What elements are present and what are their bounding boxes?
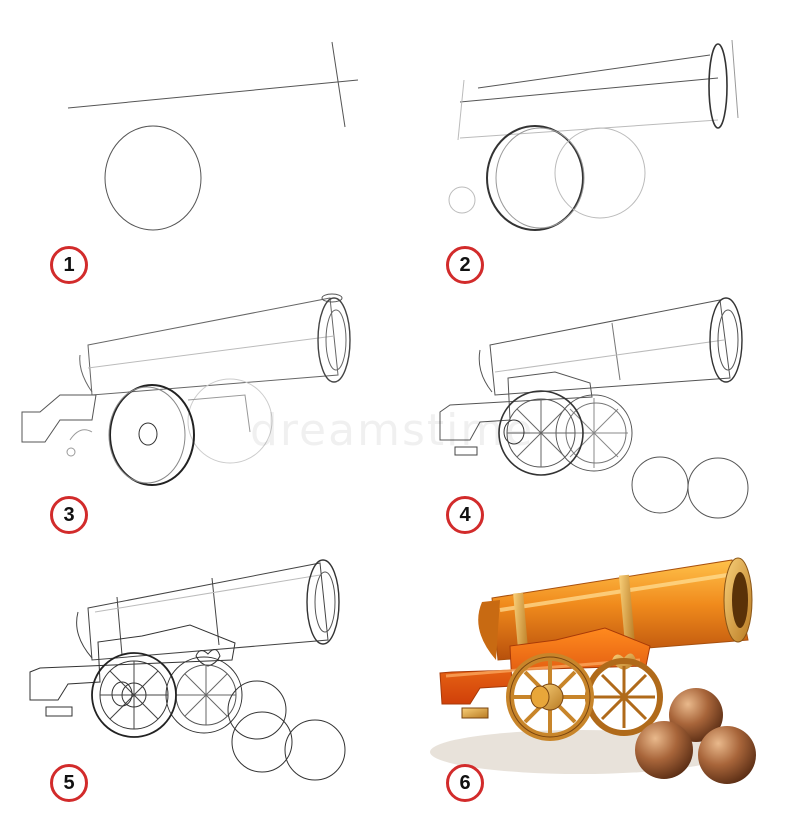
step-4-drawing <box>439 297 749 519</box>
step-number: 3 <box>63 503 75 526</box>
step-badge-5: 5 <box>50 764 88 802</box>
step-2-drawing <box>448 39 739 231</box>
step-badge-2: 2 <box>446 246 484 284</box>
step-number: 5 <box>63 771 75 794</box>
step-number: 4 <box>459 503 471 526</box>
step-badge-1: 1 <box>50 246 88 284</box>
step-number: 1 <box>63 253 75 276</box>
step-6-colored-cannon <box>430 557 756 784</box>
step-number: 2 <box>459 253 471 276</box>
step-number: 6 <box>459 771 471 794</box>
step-badge-6: 6 <box>446 764 484 802</box>
step-5-drawing <box>29 559 346 781</box>
watermark: dreamstime <box>250 405 535 456</box>
step-badge-3: 3 <box>50 496 88 534</box>
step-badge-4: 4 <box>446 496 484 534</box>
step-3-drawing <box>21 293 351 486</box>
step-1-drawing <box>67 41 359 231</box>
